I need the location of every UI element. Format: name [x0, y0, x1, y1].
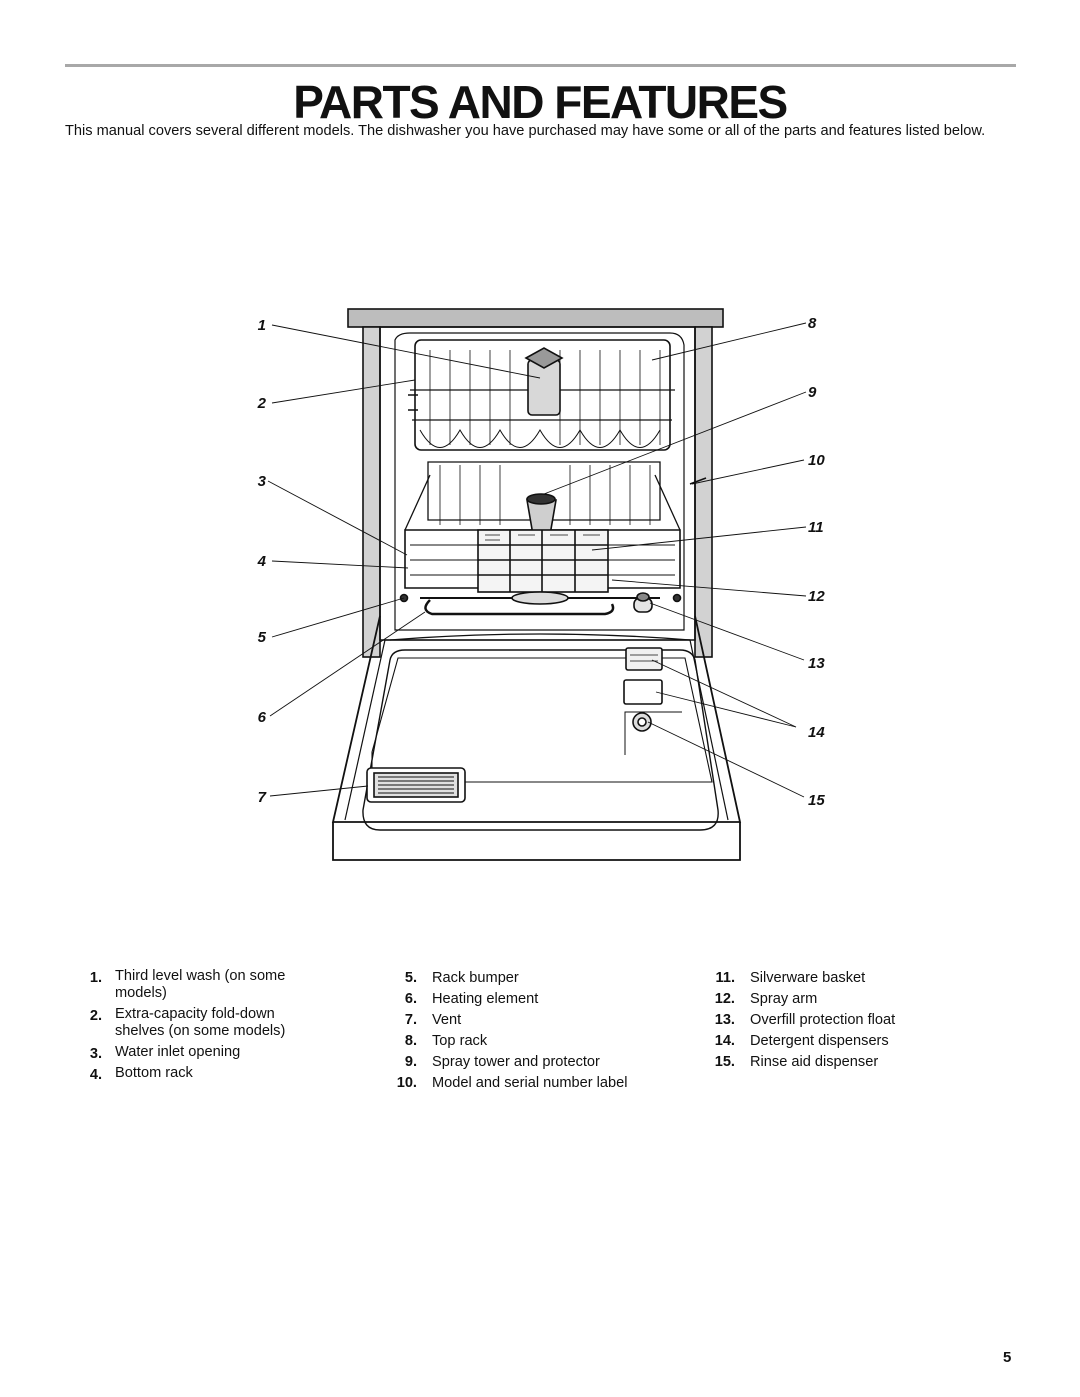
heating-element: [424, 599, 615, 616]
callout-4: 4: [257, 553, 267, 570]
parts-list-column-3: 11. Silverware basket 12. Spray arm 13. Ove…: [710, 968, 950, 1073]
item-number: 11.: [715, 970, 735, 986]
list-item: 13. Overfill protection float: [710, 1010, 950, 1031]
detergent-dispensers: [623, 647, 663, 705]
parts-list-column-2: 5. Rack bumper 6. Heating element 7. Vent 8…: [392, 968, 672, 1094]
item-number: 9.: [404, 1054, 417, 1070]
item-number: 10.: [396, 1075, 417, 1091]
list-item: 1. Third level wash (on some models): [82, 968, 312, 1006]
intro-paragraph: This manual covers several different mod…: [65, 123, 986, 139]
serial-label-marker: [689, 477, 707, 485]
list-item: 8. Top rack: [392, 1031, 672, 1052]
third-level-wash: [524, 347, 564, 416]
rinse-aid-dispenser: [632, 712, 652, 732]
spray-tower: [526, 493, 557, 536]
page-number: 5: [1003, 1349, 1012, 1366]
callout-5: 5: [258, 629, 267, 646]
vent: [366, 767, 466, 803]
list-item: 4. Bottom rack: [82, 1065, 312, 1086]
callout-15: 15: [808, 792, 825, 809]
callout-2: 2: [257, 395, 267, 412]
item-number: 3.: [89, 1046, 102, 1062]
list-item: 12. Spray arm: [710, 989, 950, 1010]
header-rule: [65, 64, 1016, 67]
item-number: 8.: [404, 1033, 417, 1049]
item-number: 15.: [714, 1054, 735, 1070]
silverware-basket: [477, 529, 609, 593]
item-label: Extra-capacity fold-down shelves (on som…: [115, 1006, 286, 1039]
leader-lines: [267, 322, 807, 798]
callout-14: 14: [808, 724, 825, 741]
right-side-wall: [694, 326, 713, 658]
callout-7: 7: [258, 789, 267, 806]
list-item: 6. Heating element: [392, 989, 672, 1010]
page-title: PARTS AND FEATURES: [293, 76, 788, 128]
list-item: 10. Model and serial number label: [392, 1073, 672, 1094]
list-item: 3. Water inlet opening: [82, 1044, 312, 1065]
callout-6: 6: [258, 709, 267, 726]
item-number: 7.: [404, 1012, 417, 1028]
countertop-strip: [347, 308, 724, 328]
callout-12: 12: [808, 588, 825, 605]
item-number: 12.: [714, 991, 735, 1007]
callout-13: 13: [808, 655, 825, 672]
item-label: Third level wash (on some models): [115, 968, 286, 1001]
item-label: Detergent dispensers: [750, 1033, 889, 1049]
item-label: Vent: [432, 1012, 462, 1028]
item-label: Water inlet opening: [115, 1044, 241, 1060]
list-item: 11. Silverware basket: [710, 968, 950, 989]
parts-list-column-1: 1. Third level wash (on some models) 2. Ex…: [82, 968, 312, 1086]
item-number: 14.: [714, 1033, 735, 1049]
item-label: Bottom rack: [115, 1065, 193, 1081]
tub-outline: [379, 326, 696, 641]
list-item: 5. Rack bumper: [392, 968, 672, 989]
list-item: 7. Vent: [392, 1010, 672, 1031]
list-item: 2. Extra-capacity fold-down shelves (on s…: [82, 1006, 312, 1044]
item-number: 13.: [714, 1012, 735, 1028]
item-number: 1.: [89, 970, 102, 986]
overfill-float: [633, 592, 653, 613]
callouts-right: 8 9 10 11 12 13 14 15: [808, 315, 825, 809]
top-rack: [408, 339, 675, 451]
callout-3: 3: [258, 473, 267, 490]
callout-11: 11: [808, 519, 824, 536]
dishwasher-door: [331, 615, 742, 861]
item-number: 4.: [89, 1067, 102, 1083]
callouts-left: 1 2 3 4 5 6 7: [257, 317, 267, 806]
list-item: 14. Detergent dispensers: [710, 1031, 950, 1052]
callout-8: 8: [808, 315, 817, 332]
callout-1: 1: [258, 317, 266, 334]
callout-10: 10: [808, 452, 825, 469]
item-label: Rack bumper: [432, 970, 519, 986]
item-number: 2.: [89, 1008, 102, 1024]
item-label: Spray tower and protector: [432, 1054, 600, 1070]
callout-9: 9: [808, 384, 817, 401]
item-label: Silverware basket: [750, 970, 866, 986]
list-item: 15. Rinse aid dispenser: [710, 1052, 950, 1073]
item-label: Top rack: [432, 1033, 488, 1049]
item-label: Overfill protection float: [750, 1012, 896, 1028]
item-label: Model and serial number label: [432, 1075, 628, 1091]
item-label: Rinse aid dispenser: [750, 1054, 879, 1070]
item-label: Heating element: [432, 991, 539, 1007]
dishwasher-diagram: 1 2 3 4 5 6 7 8 9 10 11 12 13 14 15: [257, 308, 825, 861]
list-item: 9. Spray tower and protector: [392, 1052, 672, 1073]
item-number: 5.: [404, 970, 417, 986]
item-number: 6.: [404, 991, 417, 1007]
item-label: Spray arm: [750, 991, 818, 1007]
